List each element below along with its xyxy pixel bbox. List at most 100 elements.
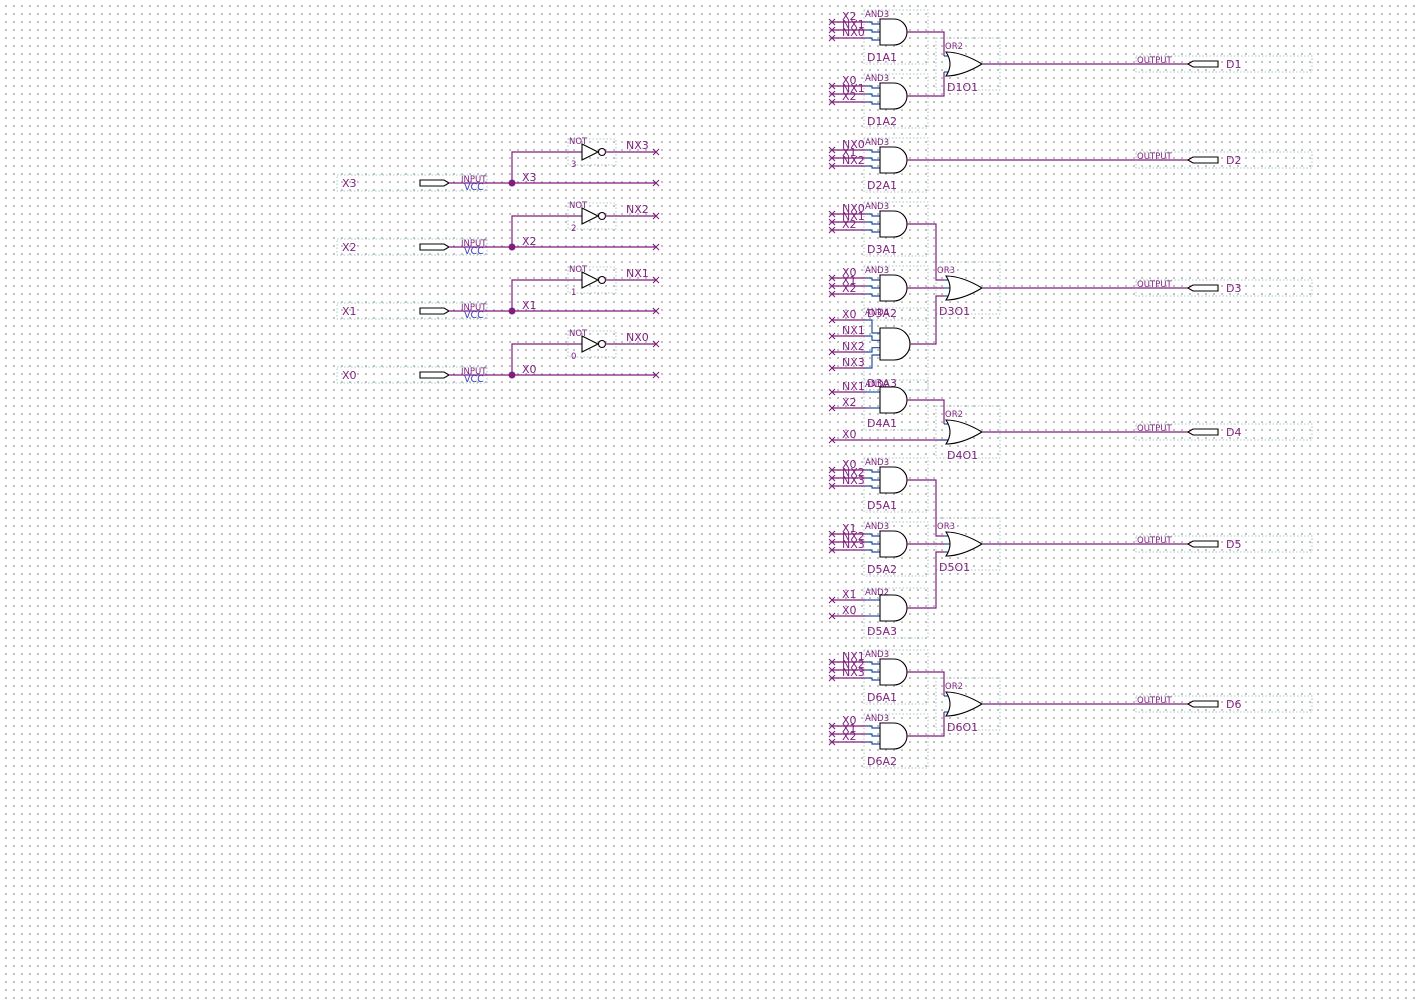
wire: [907, 31, 945, 56]
gate-input-pin: [866, 29, 880, 33]
input-net-label: X0: [842, 308, 857, 321]
input-net-label: NX2: [842, 340, 865, 353]
input-pin-icon[interactable]: [419, 371, 451, 379]
output-block-d6[interactable]: OUTPUT D6: [982, 695, 1313, 713]
or-gate-icon[interactable]: [944, 275, 984, 301]
output-pin-name: D2: [1226, 154, 1241, 167]
or-gate-icon[interactable]: [944, 419, 984, 445]
gate-type-label: OR3: [937, 522, 955, 532]
gate-input-pin: [866, 229, 880, 233]
input-pin-icon[interactable]: [419, 243, 451, 251]
gate-instance-label: D1A2: [867, 115, 897, 128]
unconnected-end-marker: [652, 243, 660, 251]
symbol-frame: [863, 73, 929, 129]
gate-input-pin: [866, 677, 880, 681]
and-gate-icon[interactable]: [879, 82, 908, 110]
and-gate-icon[interactable]: [879, 327, 911, 361]
output-pin-icon[interactable]: [1186, 284, 1219, 292]
input-net-label: NX1: [842, 82, 865, 95]
input-net-label: NX2: [842, 154, 865, 167]
output-pin-icon[interactable]: [1186, 428, 1219, 436]
symbol-frame: [1135, 279, 1313, 297]
not-instance-label: 3: [571, 160, 576, 170]
and-gate-icon[interactable]: [879, 466, 908, 494]
symbol-frame: [863, 265, 929, 321]
and-gate-icon[interactable]: [879, 274, 908, 302]
output-pin-icon[interactable]: [1186, 156, 1219, 164]
and-gate-icon[interactable]: [879, 210, 908, 238]
input-net-label: NX3: [842, 538, 865, 551]
or-gate-icon[interactable]: [944, 691, 984, 717]
gate-type-label: AND3: [865, 74, 889, 84]
output-pin-icon[interactable]: [1186, 60, 1219, 68]
or-gate-icon[interactable]: [944, 531, 984, 557]
input-net-label: X1: [842, 588, 857, 601]
net-label: X2: [522, 235, 537, 248]
inverter-bubble-icon: [597, 211, 607, 221]
unconnected-end-marker: [828, 274, 836, 282]
wire: [910, 295, 944, 345]
input-pin-icon[interactable]: [419, 307, 451, 315]
and-gate-icon[interactable]: [879, 18, 908, 46]
input-pin-name: X0: [342, 369, 357, 382]
not-gate-icon[interactable]: [581, 143, 600, 161]
net-label: NX2: [626, 203, 649, 216]
gate-type-label: OR2: [945, 42, 963, 52]
and-gate-icon[interactable]: [879, 722, 908, 750]
wire: [511, 343, 582, 375]
not-gate-icon[interactable]: [581, 335, 600, 353]
or-gate-icon[interactable]: [944, 51, 984, 77]
and-gate-icon[interactable]: [879, 594, 908, 622]
not-gate-icon[interactable]: [581, 207, 600, 225]
output-pin-name: D6: [1226, 698, 1241, 711]
unconnected-end-marker: [828, 162, 836, 170]
input-pin-icon[interactable]: [419, 179, 451, 187]
and-gate-icon[interactable]: [879, 146, 908, 174]
output-pin-icon[interactable]: [1186, 540, 1219, 548]
unconnected-end-marker: [828, 364, 836, 372]
wire: [907, 712, 945, 737]
and-gate-icon[interactable]: [879, 530, 908, 558]
and-gate-icon[interactable]: [879, 658, 908, 686]
symbol-frame: [935, 677, 1001, 731]
gate-input-pin: [866, 157, 880, 161]
and-gate-icon[interactable]: [879, 386, 908, 414]
input-net-label: X1: [842, 274, 857, 287]
input-pin-name: X3: [342, 177, 357, 190]
output-type-label: OUTPUT: [1137, 696, 1172, 706]
output-pin-icon[interactable]: [1186, 700, 1219, 708]
symbol-frame: [1135, 423, 1313, 441]
gate-input-pin: [866, 477, 880, 481]
output-pin-name: D3: [1226, 282, 1241, 295]
wire: [511, 215, 582, 247]
gate-input-pin: [866, 285, 880, 289]
not-gate-icon[interactable]: [581, 271, 600, 289]
